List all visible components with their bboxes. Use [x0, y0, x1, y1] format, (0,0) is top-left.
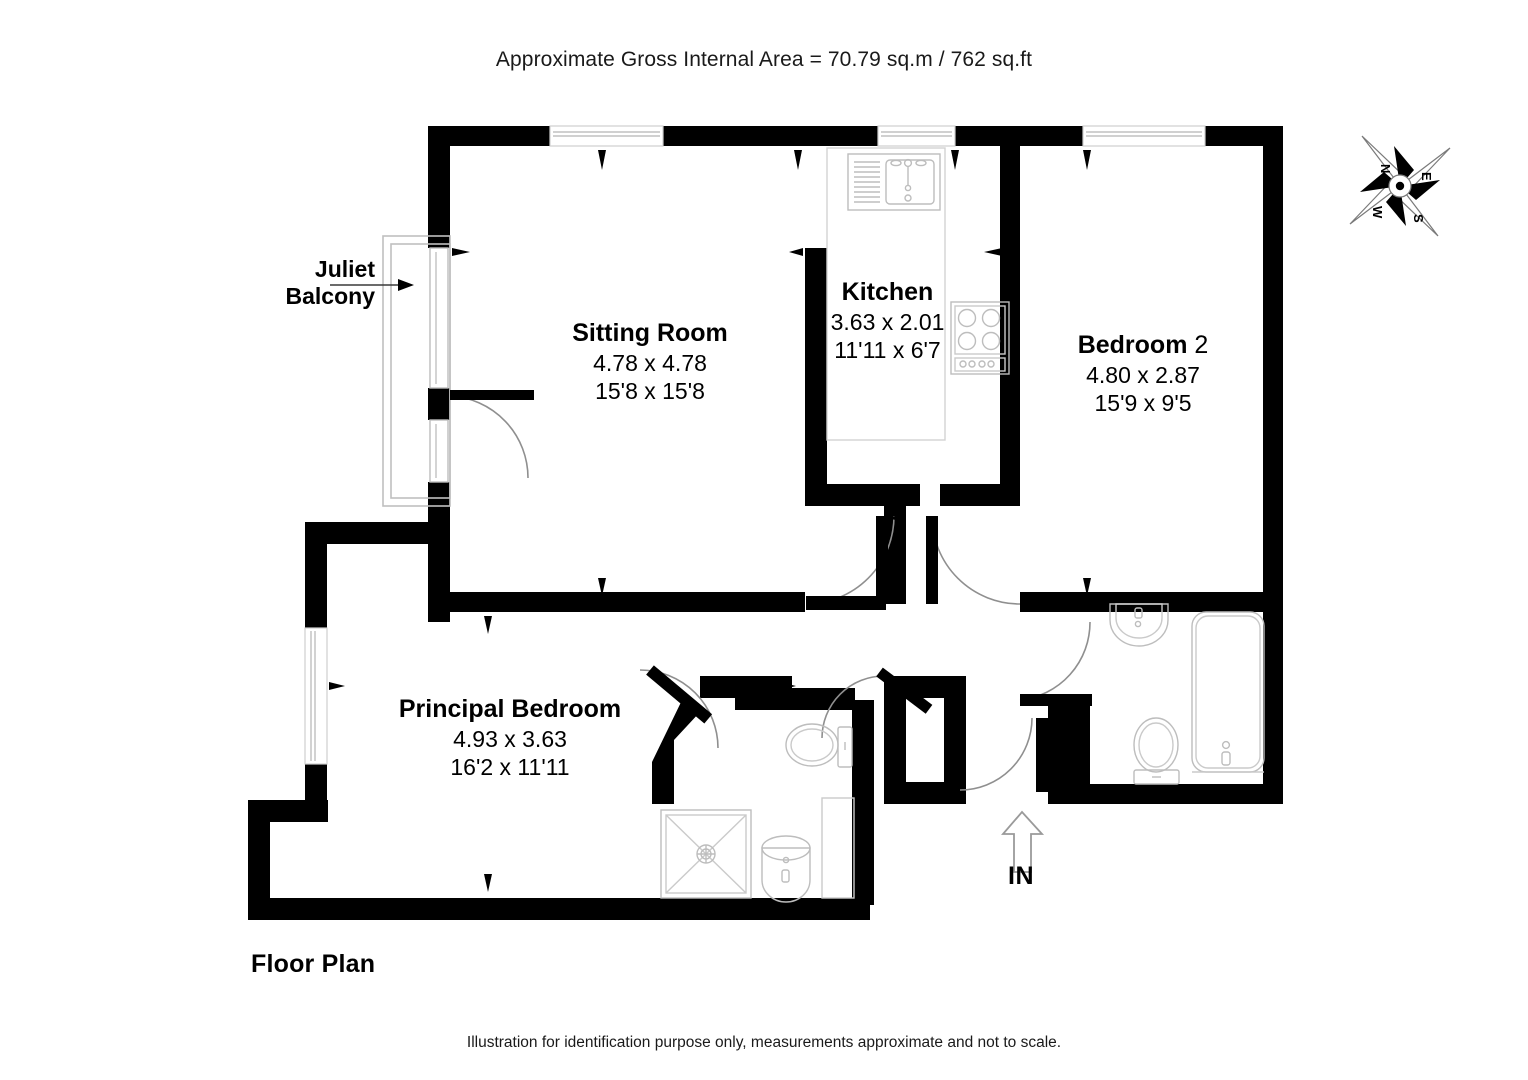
wc-icon: [1133, 717, 1180, 785]
direction-marker: [1265, 510, 1283, 518]
door-leaf-hall-right: [926, 516, 938, 604]
room-metric-kitchen: 3.63 x 2.01: [830, 308, 945, 335]
direction-marker: [598, 578, 606, 596]
ensuite-basin-icon: [761, 835, 811, 903]
direction-marker: [1083, 578, 1091, 596]
direction-marker: [452, 248, 470, 256]
compass-south-label: S: [1411, 214, 1426, 223]
room-name-kitchen: Kitchen: [841, 278, 934, 306]
room-imperial-kitchen: 11'11 x 6'7: [834, 337, 941, 364]
juliet-balcony-line2: Balcony: [285, 283, 375, 310]
walls-layer: [248, 126, 1283, 920]
door-arc-bathroom: [1019, 621, 1091, 701]
door-threshold-hall-left: [806, 596, 886, 610]
door-leaf-ensuite: [876, 667, 933, 714]
door-leaf-principal-bedroom: [646, 665, 713, 724]
juliet-balcony-label: Juliet Balcony: [255, 256, 375, 310]
direction-markers-layer: [329, 150, 1283, 892]
door-arc-entrance: [959, 717, 1033, 791]
door-leaf-entrance: [1036, 718, 1048, 792]
room-name-principal-bedroom: Principal Bedroom: [398, 695, 622, 723]
window-principal-bedroom-left: [304, 627, 328, 765]
bath-icon: [1191, 611, 1265, 773]
room-imperial-bedroom-2: 15'9 x 9'5: [1094, 390, 1192, 417]
entrance-arrow-icon: [1001, 810, 1045, 873]
window-bedroom2-top: [1082, 125, 1206, 147]
compass-rose: N E S W: [1349, 135, 1451, 237]
direction-marker: [484, 616, 492, 634]
room-imperial-principal-bedroom: 16'2 x 11'11: [450, 754, 570, 781]
juliet-balcony-pointer: [330, 279, 414, 291]
direction-marker: [951, 150, 959, 170]
windows-layer: [304, 125, 1206, 765]
room-metric-principal-bedroom: 4.93 x 3.63: [453, 725, 567, 752]
room-label-principal-bedroom: Principal Bedroom 4.93 x 3.63 16'2 x 11'…: [375, 694, 645, 781]
ensuite-fixtures-layer: [660, 723, 855, 903]
gross-internal-area-text: Approximate Gross Internal Area = 70.79 …: [495, 48, 1033, 71]
window-sitting-room-top: [549, 125, 664, 147]
room-name-sitting-room: Sitting Room: [572, 319, 728, 347]
shower-tray-icon: [660, 809, 752, 899]
direction-marker: [984, 248, 1002, 256]
direction-marker: [780, 682, 796, 690]
juliet-balcony-structure: [382, 235, 451, 507]
juliet-door-swing-arc: [449, 395, 529, 479]
direction-marker: [789, 248, 803, 256]
compass-north-label: N: [1378, 164, 1393, 173]
juliet-doors: [429, 247, 449, 483]
room-metric-sitting-room: 4.78 x 4.78: [593, 349, 707, 376]
direction-marker: [794, 150, 802, 170]
ensuite-wc-icon: [785, 723, 853, 768]
room-label-kitchen: Kitchen 3.63 x 2.01 11'11 x 6'7: [805, 277, 970, 364]
room-label-sitting-room: Sitting Room 4.78 x 4.78 15'8 x 15'8: [530, 318, 770, 405]
juliet-door-leaf: [450, 390, 534, 400]
room-metric-bedroom-2: 4.80 x 2.87: [1086, 361, 1200, 388]
bathroom-fixtures-layer: [1109, 603, 1265, 785]
room-label-bedroom-2: Bedroom 2 4.80 x 2.87 15'9 x 9'5: [1048, 330, 1238, 417]
disclaimer-text: Illustration for identification purpose …: [466, 1034, 1062, 1051]
juliet-balcony-line1: Juliet: [314, 256, 375, 282]
window-kitchen-top: [877, 125, 956, 147]
direction-marker: [1083, 150, 1091, 170]
room-name-bedroom-2: Bedroom 2: [1077, 331, 1209, 359]
compass-east-label: E: [1419, 172, 1434, 181]
direction-marker: [886, 514, 906, 522]
compass-west-label: W: [1370, 206, 1385, 219]
plan-title: Floor Plan: [251, 950, 376, 978]
door-arc-hall-right: [931, 515, 1021, 605]
room-imperial-sitting-room: 15'8 x 15'8: [595, 378, 705, 405]
kitchen-fixtures-layer: [826, 147, 1010, 441]
door-leaf-bathroom: [1020, 694, 1092, 706]
direction-marker: [329, 682, 345, 690]
sink-icon: [847, 153, 941, 211]
basin-icon: [1109, 603, 1169, 647]
door-leaf-hall-left: [876, 516, 888, 604]
hob-icon: [950, 301, 1010, 375]
direction-marker: [484, 874, 492, 892]
direction-marker: [598, 150, 606, 170]
doors-layer: [639, 515, 1092, 792]
entrance-label: IN: [1008, 862, 1034, 890]
